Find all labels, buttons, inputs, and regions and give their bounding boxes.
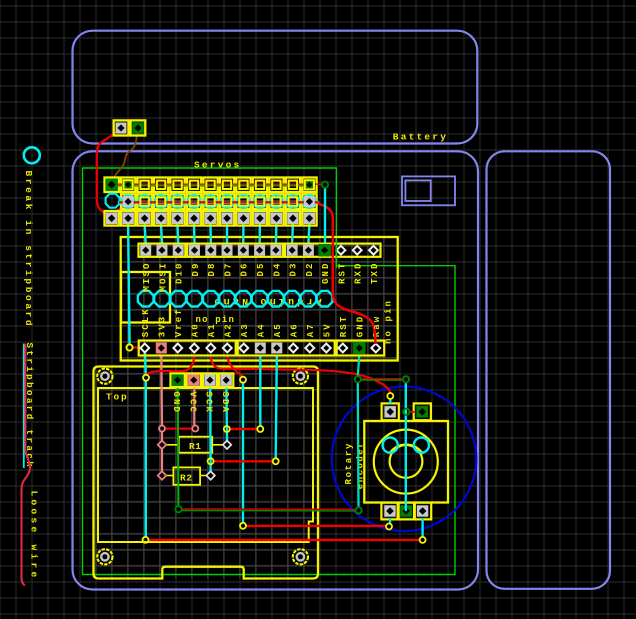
svg-text:A2: A2 bbox=[224, 322, 234, 337]
svg-text:SCK: SCK bbox=[204, 392, 214, 415]
svg-text:Break in stripboard: Break in stripboard bbox=[23, 171, 34, 329]
svg-text:D5: D5 bbox=[256, 262, 266, 277]
svg-text:RST: RST bbox=[337, 262, 347, 285]
svg-text:D8: D8 bbox=[207, 262, 217, 277]
svg-text:Rotary: Rotary bbox=[344, 442, 354, 485]
svg-text:A6: A6 bbox=[290, 322, 300, 337]
svg-text:VCC: VCC bbox=[187, 392, 197, 415]
svg-text:D9: D9 bbox=[191, 262, 201, 277]
svg-text:A5: A5 bbox=[273, 322, 283, 337]
svg-text:Loose wire: Loose wire bbox=[29, 491, 40, 581]
svg-text:D7: D7 bbox=[223, 262, 233, 277]
svg-text:A0: A0 bbox=[191, 322, 201, 337]
svg-text:R1: R1 bbox=[189, 441, 202, 452]
svg-text:D2: D2 bbox=[305, 262, 315, 277]
svg-text:GND: GND bbox=[356, 315, 366, 338]
svg-text:R2: R2 bbox=[180, 473, 193, 484]
svg-text:A3: A3 bbox=[240, 322, 250, 337]
svg-text:GND: GND bbox=[171, 392, 181, 415]
svg-text:Raw: Raw bbox=[372, 315, 382, 338]
svg-text:A1: A1 bbox=[207, 322, 217, 337]
svg-text:A4: A4 bbox=[257, 322, 267, 337]
svg-text:Servos: Servos bbox=[194, 160, 241, 171]
svg-text:SDA: SDA bbox=[220, 392, 230, 415]
svg-text:no pin: no pin bbox=[384, 299, 394, 344]
svg-text:SCLK: SCLK bbox=[141, 307, 151, 337]
svg-text:D4: D4 bbox=[272, 262, 282, 277]
svg-text:RST: RST bbox=[339, 315, 349, 338]
svg-text:Vref: Vref bbox=[174, 307, 184, 337]
svg-text:GND: GND bbox=[321, 262, 331, 285]
svg-text:5V: 5V bbox=[323, 322, 333, 337]
svg-text:D6: D6 bbox=[240, 262, 250, 277]
svg-text:3V3: 3V3 bbox=[158, 315, 168, 338]
svg-text:D10: D10 bbox=[175, 262, 185, 285]
svg-text:Stripboard track: Stripboard track bbox=[24, 343, 35, 470]
svg-text:RXD: RXD bbox=[354, 262, 364, 285]
svg-text:MISO: MISO bbox=[142, 262, 152, 292]
svg-text:MOSI: MOSI bbox=[158, 262, 168, 292]
svg-text:TXD: TXD bbox=[370, 262, 380, 285]
svg-text:no pin: no pin bbox=[196, 315, 236, 325]
svg-text:Battery: Battery bbox=[393, 132, 448, 143]
svg-text:encoder: encoder bbox=[356, 441, 366, 489]
svg-text:D3: D3 bbox=[289, 262, 299, 277]
svg-text:Top: Top bbox=[106, 392, 129, 403]
svg-text:A7: A7 bbox=[306, 322, 316, 337]
